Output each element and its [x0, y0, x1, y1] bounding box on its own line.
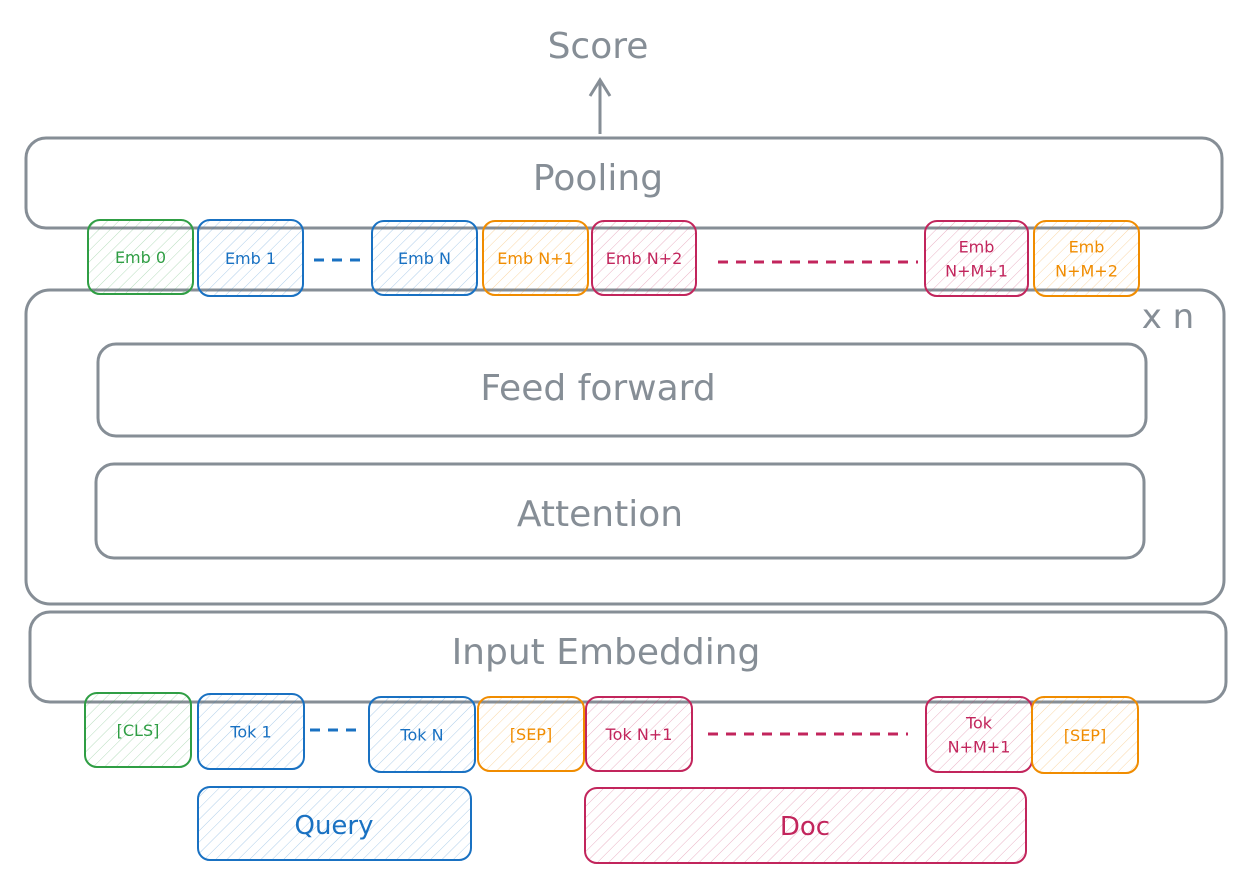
- embedding-ellipsis: [314, 258, 918, 264]
- token-label-0: [CLS]: [117, 721, 160, 740]
- doc-segment: Doc: [584, 787, 1027, 864]
- input-embedding-block: Input Embedding: [28, 610, 1228, 704]
- token-box-6: [SEP]: [1031, 696, 1139, 774]
- token-ellipsis: [310, 728, 908, 736]
- token-label-2: Tok N: [399, 726, 443, 745]
- token-box-0: [CLS]: [84, 692, 192, 768]
- token-label-1: Tok 1: [229, 723, 271, 742]
- attention-block: Attention: [94, 462, 1146, 560]
- attention-label: Attention: [517, 494, 683, 535]
- repeat-label: x n: [1142, 297, 1194, 337]
- embedding-label-5-2: N+M+1: [945, 262, 1008, 281]
- score-label: Score: [548, 26, 649, 67]
- score-arrow: [588, 77, 612, 134]
- pooling-block: Pooling: [24, 136, 1224, 230]
- embedding-label-2: Emb N: [398, 249, 451, 268]
- token-label-6: [SEP]: [1064, 726, 1106, 745]
- embedding-box-2: Emb N: [371, 220, 478, 296]
- embedding-label-3: Emb N+1: [497, 249, 574, 268]
- embedding-box-0: Emb 0: [87, 219, 194, 295]
- feed-forward-label: Feed forward: [480, 368, 715, 409]
- input-embedding-label: Input Embedding: [452, 632, 761, 673]
- doc-label: Doc: [780, 812, 830, 842]
- embedding-label-0: Emb 0: [115, 248, 166, 267]
- token-box-3: [SEP]: [477, 696, 585, 772]
- embedding-label-1: Emb 1: [225, 249, 276, 268]
- embedding-box-1: Emb 1: [197, 219, 304, 297]
- embedding-box-4: Emb N+2: [591, 220, 697, 296]
- pooling-label: Pooling: [533, 158, 663, 199]
- token-box-2: Tok N: [368, 696, 476, 773]
- token-box-4: Tok N+1: [585, 696, 693, 772]
- token-box-1: Tok 1: [197, 693, 305, 770]
- token-label-5-1: Tok: [965, 714, 993, 733]
- embedding-label-6-2: N+M+2: [1055, 262, 1118, 281]
- token-label-3: [SEP]: [510, 725, 552, 744]
- query-segment: Query: [197, 786, 472, 861]
- feed-forward-block: Feed forward: [96, 342, 1148, 438]
- embedding-label-5-1: Emb: [959, 238, 995, 257]
- query-label: Query: [294, 811, 373, 841]
- token-label-5-2: N+M+1: [948, 738, 1011, 757]
- embedding-label-4: Emb N+2: [606, 249, 683, 268]
- embedding-label-6-1: Emb: [1069, 238, 1105, 257]
- token-label-4: Tok N+1: [605, 725, 673, 744]
- embedding-box-3: Emb N+1: [482, 220, 589, 296]
